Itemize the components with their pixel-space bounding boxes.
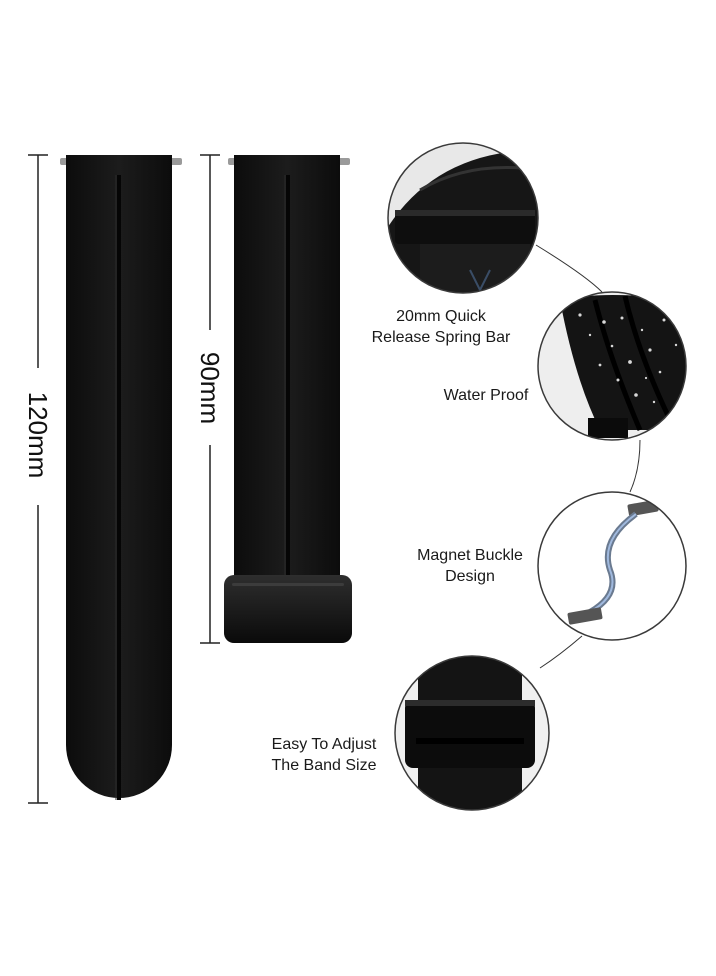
dimension-120mm — [28, 154, 48, 804]
magnet-buckle — [224, 575, 352, 643]
length-label-90mm: 90mm — [195, 351, 225, 425]
feature-label-spring-bar: 20mm Quick Release Spring Bar — [371, 308, 511, 346]
length-label-120mm: 120mm — [23, 391, 53, 479]
detail-circle-magnet-buckle — [537, 491, 687, 641]
detail-circle-water-proof — [537, 291, 687, 441]
detail-circle-spring-bar — [387, 142, 539, 294]
feature-label-water-proof: Water Proof — [443, 387, 529, 404]
callout-lines — [535, 244, 641, 669]
feature-label-magnet-buckle: Magnet Buckle Design — [417, 547, 523, 585]
detail-circle-adjust-size — [394, 655, 550, 811]
dimension-90mm — [200, 154, 220, 644]
long-strap — [60, 155, 182, 800]
short-strap — [224, 155, 352, 643]
feature-label-adjust-size: Easy To Adjust The Band Size — [271, 736, 377, 774]
